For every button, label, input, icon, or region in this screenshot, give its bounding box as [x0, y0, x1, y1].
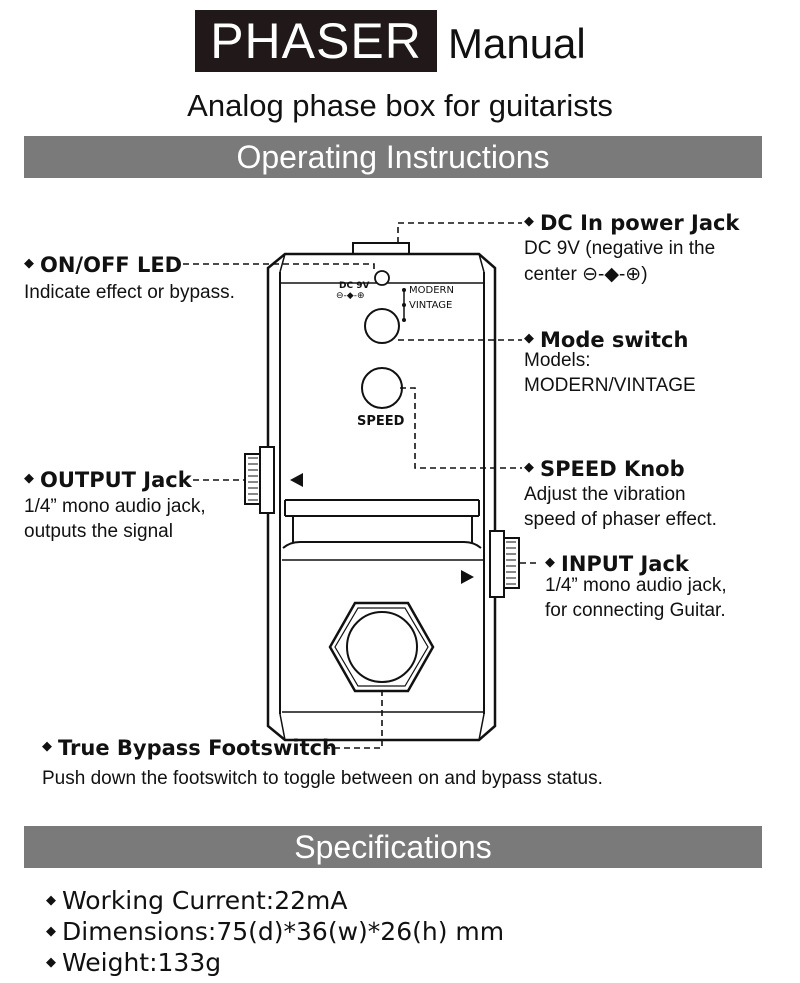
- callout-input-desc-1: 1/4” mono audio jack,: [545, 575, 727, 596]
- speed-knob: [361, 367, 403, 409]
- callout-input-desc-2: for connecting Guitar.: [545, 600, 726, 621]
- callout-dc-in-desc-2: center ⊖-◆-⊕): [524, 264, 648, 285]
- callout-dc-in-label: ◆ DC In power Jack: [524, 210, 739, 237]
- spec-dimensions: Dimensions:75(d)*36(w)*26(h) mm: [62, 917, 505, 946]
- pedal-vintage-label: VINTAGE: [409, 300, 453, 311]
- callout-speed-label: ◆ SPEED Knob: [524, 456, 685, 483]
- callout-mode-desc-2: MODERN/VINTAGE: [524, 375, 696, 396]
- footswitch-label-text: True Bypass Footswitch: [58, 736, 338, 760]
- title-box: PHASER: [195, 10, 437, 72]
- pedal-dc-label: DC 9V: [339, 281, 370, 291]
- pedal-body-outer: [266, 252, 497, 742]
- callout-input-label: ◆ INPUT Jack: [545, 551, 689, 578]
- callout-footswitch-desc: Push down the footswitch to toggle betwe…: [42, 768, 603, 789]
- callout-led-desc: Indicate effect or bypass.: [24, 282, 235, 303]
- output-jack: [259, 446, 275, 514]
- bullet-icon: ◆: [24, 471, 34, 486]
- callout-footswitch-label: ◆ True Bypass Footswitch: [42, 735, 337, 762]
- output-arrow: [290, 473, 303, 487]
- pedal-speed-label: SPEED: [357, 414, 405, 429]
- spec-working-current: Working Current:22mA: [62, 886, 348, 915]
- footswitch-button: [346, 611, 418, 683]
- callout-led-label: ◆ ON/OFF LED: [24, 252, 182, 279]
- led-label-text: ON/OFF LED: [40, 253, 183, 277]
- leader-lines: [183, 222, 540, 749]
- callout-mode-label: ◆ Mode switch: [524, 327, 688, 354]
- bullet-icon: ◆: [24, 256, 34, 271]
- dc-jack-tab: [352, 242, 410, 255]
- pedal-dc-polarity: ⊖-◆-⊕: [336, 291, 365, 301]
- bullet-icon: ◆: [524, 460, 534, 475]
- input-jack: [489, 530, 505, 598]
- title-manual: Manual: [448, 20, 586, 67]
- spec-item: ◆ Weight:133g: [46, 947, 221, 980]
- mode-label-text: Mode switch: [540, 328, 689, 352]
- callout-speed-desc-1: Adjust the vibration: [524, 484, 686, 505]
- bullet-icon: ◆: [42, 739, 52, 754]
- mode-switch: [364, 308, 400, 344]
- bullet-icon: ◆: [46, 892, 56, 908]
- pedal-body-inner-sides: [279, 272, 485, 714]
- callout-output-desc-1: 1/4” mono audio jack,: [24, 496, 206, 517]
- bullet-icon: ◆: [524, 214, 534, 229]
- callout-dc-in-desc-1: DC 9V (negative in the: [524, 238, 716, 259]
- input-label-text: INPUT Jack: [561, 552, 689, 576]
- pedal-modern-label: MODERN: [409, 285, 454, 296]
- callout-output-label: ◆ OUTPUT Jack: [24, 467, 192, 494]
- led-indicator: [374, 270, 390, 286]
- speed-label-text: SPEED Knob: [540, 457, 685, 481]
- spec-weight: Weight:133g: [62, 948, 222, 977]
- callout-mode-desc-1: Models:: [524, 350, 591, 371]
- callout-speed-desc-2: speed of phaser effect.: [524, 509, 717, 530]
- bullet-icon: ◆: [46, 923, 56, 939]
- output-label-text: OUTPUT Jack: [40, 468, 192, 492]
- input-arrow: [461, 570, 474, 584]
- section-specifications: Specifications: [24, 826, 762, 868]
- dc-in-label-text: DC In power Jack: [540, 211, 740, 235]
- bullet-icon: ◆: [545, 555, 555, 570]
- spec-item: ◆ Working Current:22mA: [46, 885, 348, 918]
- section-operating-instructions: Operating Instructions: [24, 136, 762, 178]
- callout-output-desc-2: outputs the signal: [24, 521, 173, 542]
- bullet-icon: ◆: [46, 954, 56, 970]
- spec-item: ◆ Dimensions:75(d)*36(w)*26(h) mm: [46, 916, 504, 949]
- bullet-icon: ◆: [524, 331, 534, 346]
- subtitle: Analog phase box for guitarists: [187, 88, 613, 123]
